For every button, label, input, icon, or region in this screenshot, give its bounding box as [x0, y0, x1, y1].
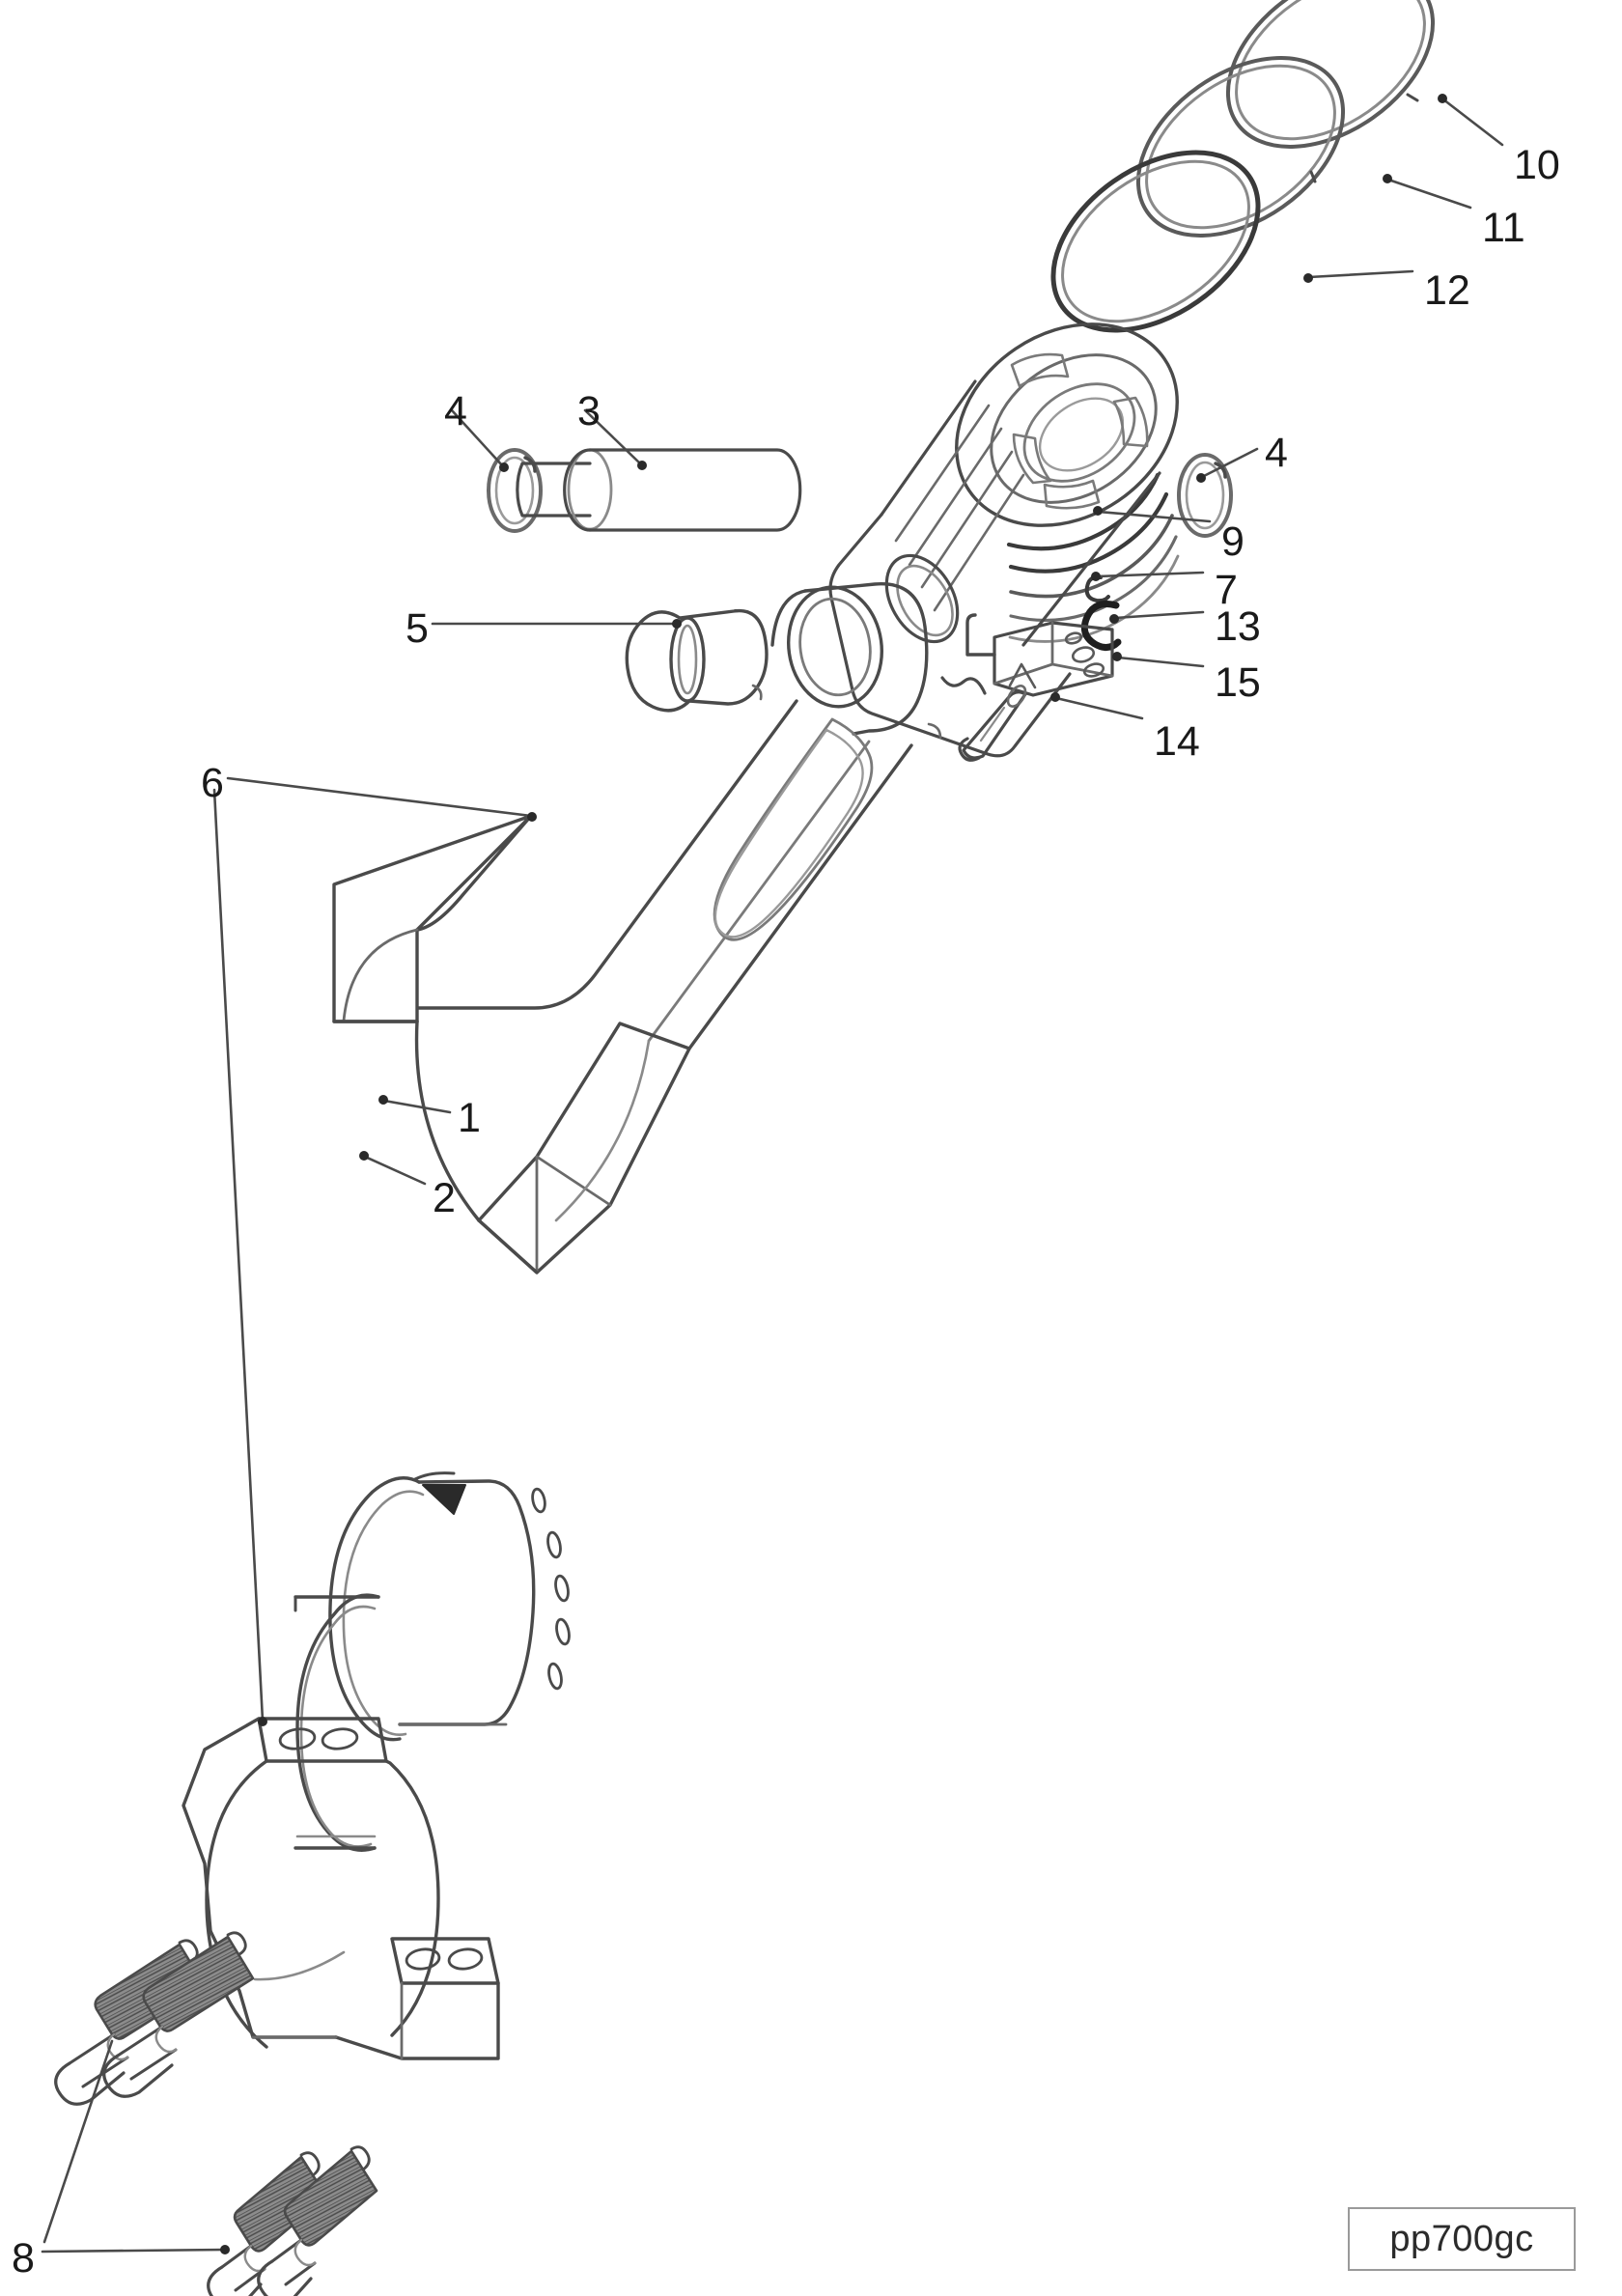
bearing-shell-lower: [294, 1593, 380, 1852]
leader-lines: [41, 94, 1504, 2254]
leader-dot-1: [378, 1095, 388, 1105]
callout-2: 2: [433, 1175, 456, 1221]
retainer-clip: [1080, 601, 1122, 651]
piston: [828, 322, 1180, 758]
leader-13: [1113, 610, 1205, 620]
callout-10: 10: [1514, 142, 1560, 188]
drawing-code-text: pp700gc: [1389, 2218, 1534, 2259]
leader-dot-3: [637, 461, 647, 470]
callout-3: 3: [577, 388, 601, 434]
leader-6-cap: [212, 788, 265, 1722]
leader-dot-6-cap: [258, 1717, 267, 1726]
leader-dot-6-rod: [527, 812, 537, 822]
leader-dot-12: [1303, 273, 1313, 283]
leader-dot-15: [1112, 652, 1122, 661]
callout-12: 12: [1424, 267, 1470, 314]
callout-15: 15: [1215, 659, 1261, 706]
leader-dot-5: [672, 619, 682, 629]
callout-9: 9: [1221, 518, 1244, 565]
leader-15: [1116, 656, 1205, 668]
leader-3: [583, 408, 643, 466]
connecting-rod-bolt-lower-1: [207, 2151, 328, 2296]
callout-8: 8: [12, 2235, 35, 2282]
leader-8-lower: [41, 2248, 226, 2254]
callout-4-left: 4: [444, 388, 467, 434]
connecting-rod-bolt-lower-2: [257, 2145, 378, 2296]
leader-12: [1307, 269, 1414, 279]
piston-pin: [516, 448, 802, 532]
callout-7: 7: [1215, 567, 1238, 613]
callout-1: 1: [458, 1095, 481, 1141]
leader-9: [1097, 510, 1212, 523]
leader-1: [382, 1099, 452, 1114]
leader-dot-7: [1091, 572, 1101, 581]
connecting-rod: [332, 582, 942, 1274]
bearing-shell-upper: [328, 1471, 571, 1742]
leader-11: [1386, 178, 1472, 210]
nozzle-bolt: [958, 685, 1027, 762]
connecting-rod-bolt-upper-2: [102, 1931, 255, 2098]
leader-4-right: [1200, 447, 1259, 479]
leader-2: [363, 1155, 427, 1186]
leader-dot-13: [1109, 614, 1119, 624]
piston-ring-second: [1135, 56, 1346, 238]
leader-8-upper: [42, 2039, 114, 2244]
leader-dot-2: [359, 1151, 369, 1161]
leader-dot-10: [1438, 94, 1447, 103]
leader-6-rod: [226, 776, 533, 818]
leader-dot-4-left: [499, 462, 509, 472]
leader-dot-8: [220, 2245, 230, 2254]
callout-5: 5: [406, 605, 429, 652]
leader-dot-11: [1383, 174, 1392, 183]
leader-dot-4-right: [1196, 473, 1206, 483]
callout-4-right: 4: [1265, 430, 1288, 476]
callout-13: 13: [1215, 603, 1261, 650]
piston-ring-oil: [1050, 150, 1261, 333]
bearing-cap: [182, 1717, 500, 2060]
snap-ring-right: [1177, 453, 1233, 538]
leader-4-left: [450, 408, 505, 468]
callout-6: 6: [201, 760, 224, 806]
leader-14: [1054, 696, 1144, 720]
callout-14: 14: [1154, 718, 1200, 765]
leader-10: [1441, 98, 1504, 147]
callout-11: 11: [1482, 205, 1525, 251]
piston-ring-top: [1225, 0, 1436, 149]
drawing-code-box: pp700gc: [1348, 2207, 1576, 2271]
connecting-rod-bushing: [625, 608, 769, 713]
leader-7: [1095, 571, 1205, 578]
oil-nozzle-block: [965, 613, 1114, 697]
leader-dot-9: [1093, 506, 1103, 516]
clip: [1084, 574, 1110, 603]
leader-dot-14: [1050, 692, 1060, 702]
